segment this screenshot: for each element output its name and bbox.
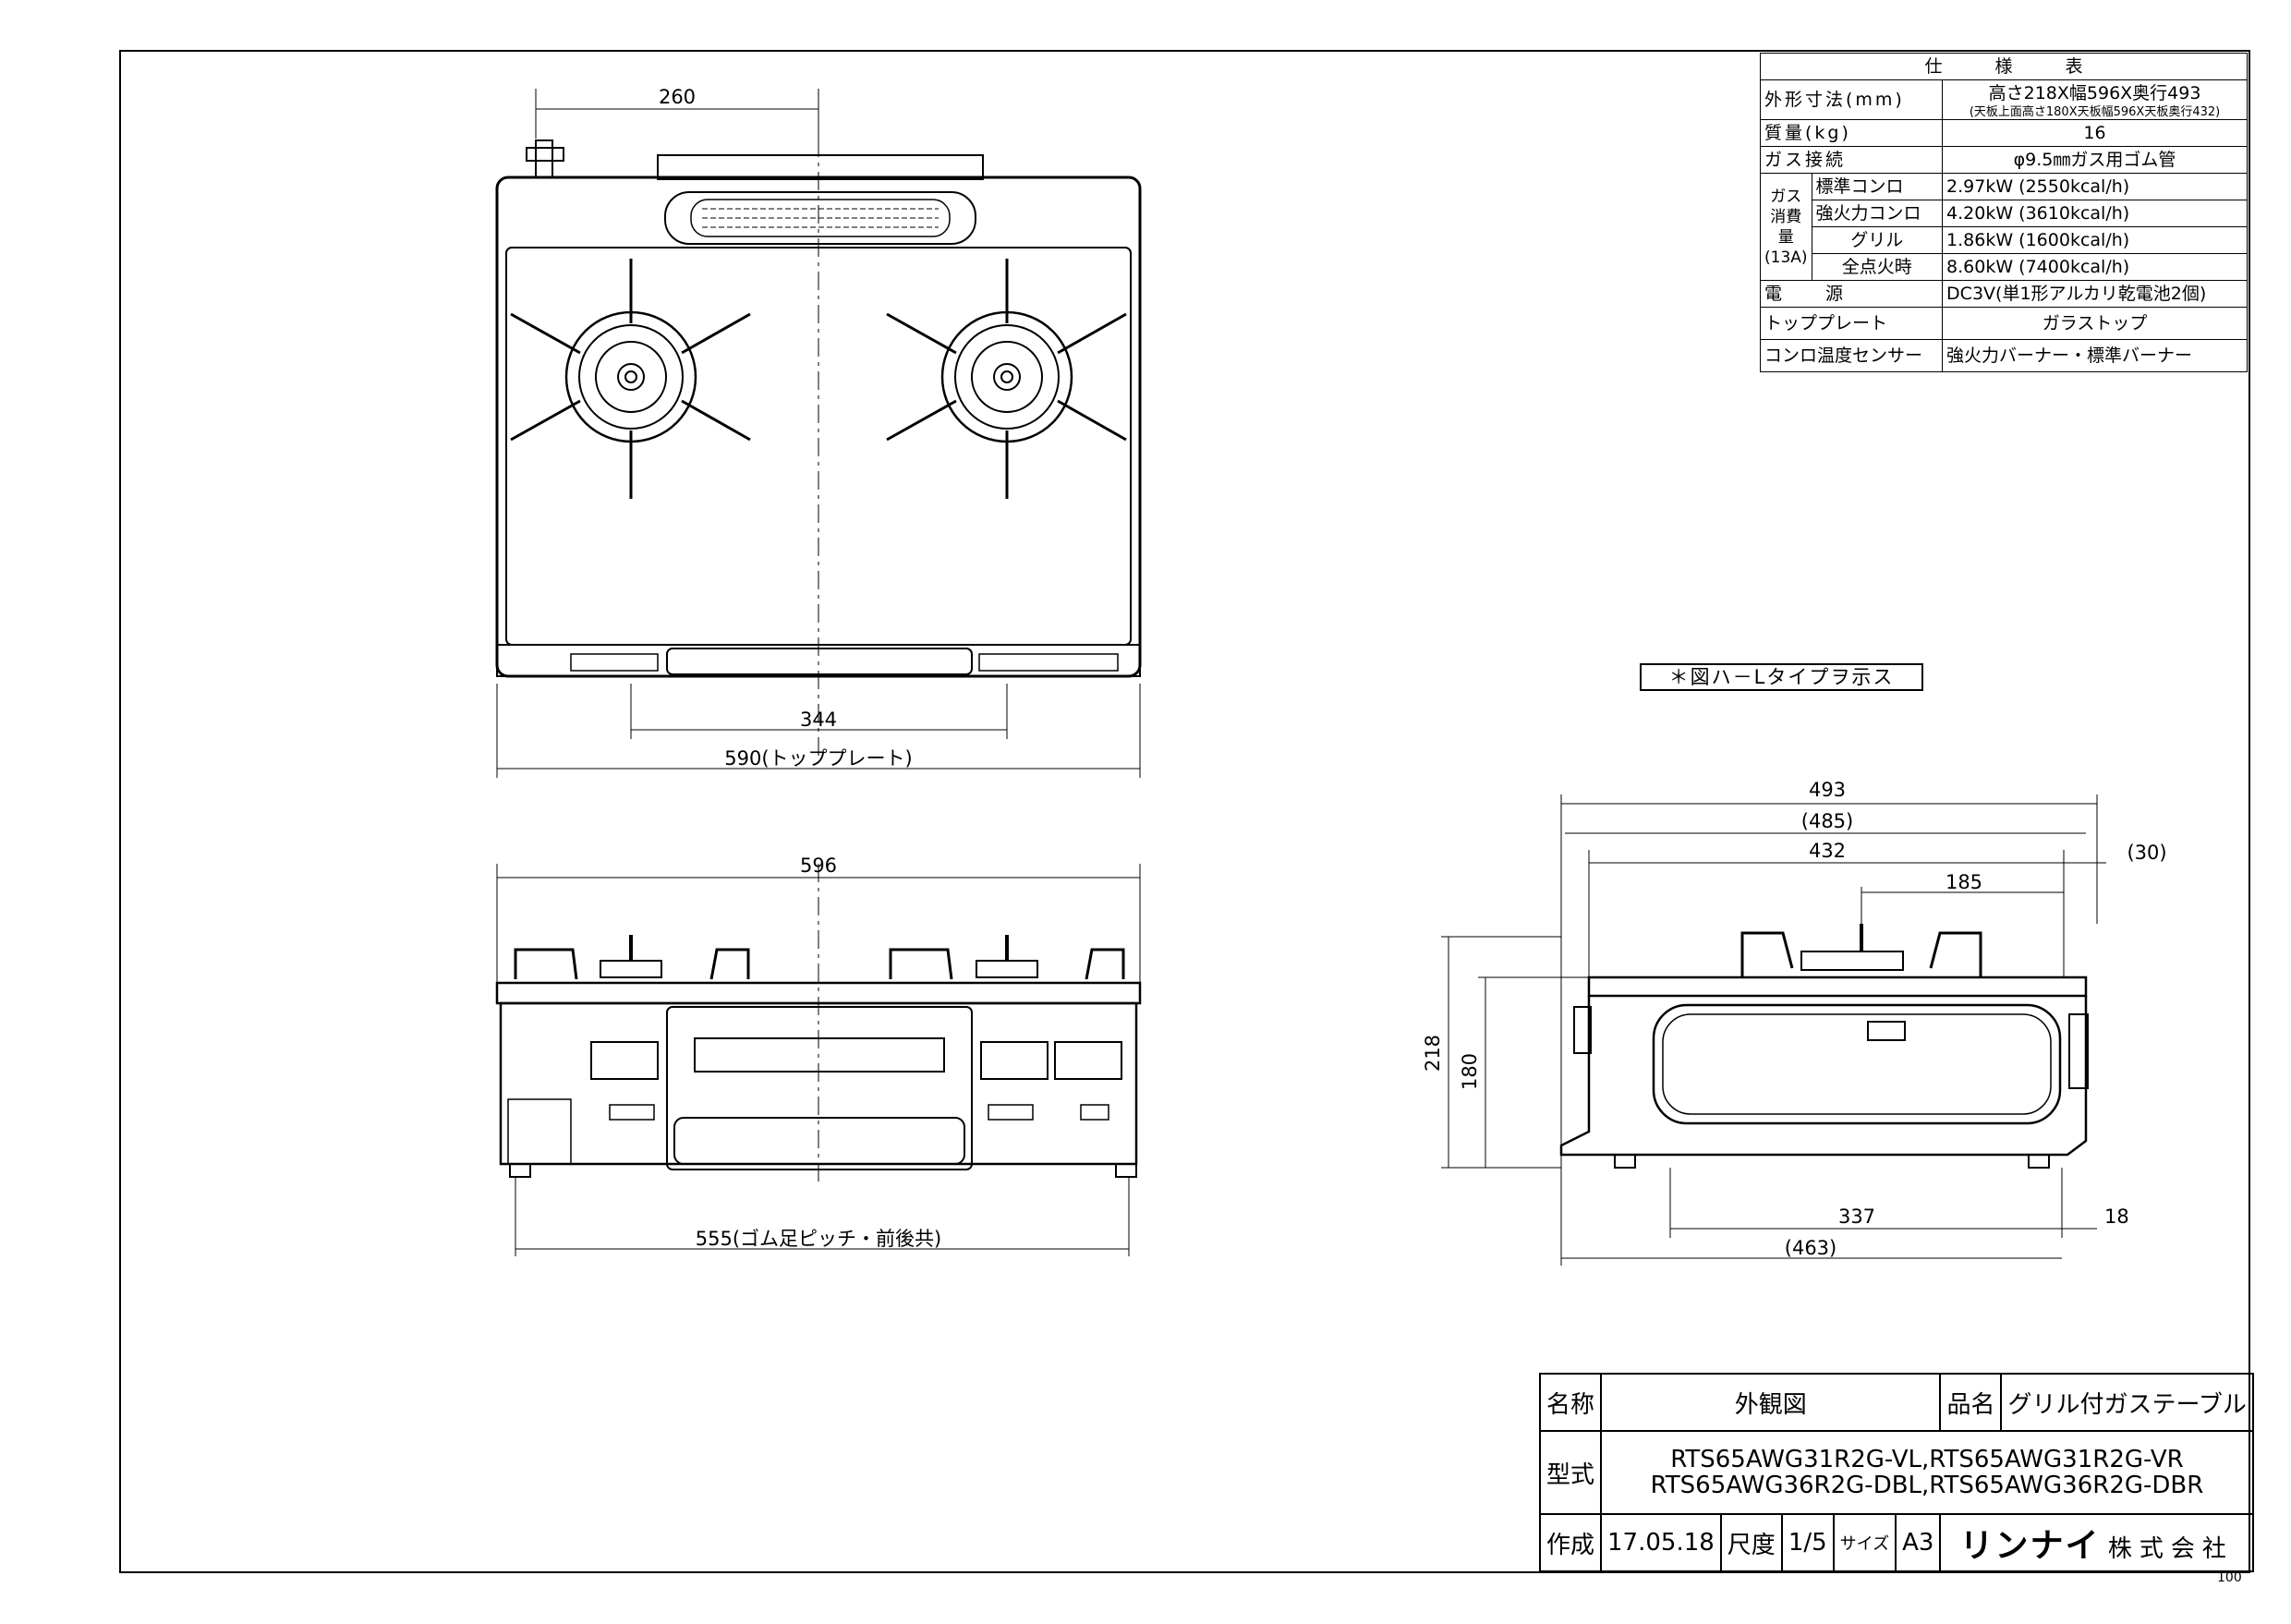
product-label: 品名 — [1939, 1373, 2003, 1432]
right-burner — [886, 259, 1127, 499]
dim-overall-height: 218 — [1422, 1035, 1444, 1072]
scale-value: 1/5 — [1780, 1513, 1835, 1572]
spec-header: 仕 様 表 — [1760, 53, 2248, 80]
dim-burner-offset: 260 — [659, 86, 696, 108]
spec-table: 仕 様 表 外形寸法(mm) 高さ218X幅596X奥行493 (天板上面高さ1… — [1759, 53, 2248, 372]
spec-label-standard-burner: 標準コンロ — [1811, 173, 1944, 200]
created-value: 17.05.18 — [1600, 1513, 1722, 1572]
scale-label: 尺度 — [1719, 1513, 1783, 1572]
company-brand: リンナイ — [1959, 1527, 2101, 1565]
spec-label-grill: グリル — [1811, 226, 1944, 254]
spec-value-grill: 1.86kW (1600kcal/h) — [1942, 226, 2248, 254]
size-value: A3 — [1895, 1513, 1942, 1572]
model-value: RTS65AWG31R2G-VL,RTS65AWG31R2G-VR RTS65A… — [1600, 1430, 2254, 1515]
dim-depth-463: (463) — [1785, 1237, 1836, 1259]
spec-label-all-burners: 全点火時 — [1811, 253, 1944, 281]
top-view — [495, 89, 1142, 778]
company-name: リンナイ 株式会社 — [1939, 1513, 2254, 1572]
spec-label-top-plate: トッププレート — [1759, 307, 1944, 340]
product-value: グリル付ガステーブル — [2000, 1373, 2254, 1432]
corner-mark: 100 — [2217, 1570, 2242, 1585]
left-burner — [510, 259, 751, 499]
name-label: 名称 — [1538, 1373, 1603, 1432]
l-type-note: ＊図ハ－Lタイプヲ示ス — [1640, 663, 1923, 691]
spec-value-top-plate: ガラストップ — [1942, 307, 2248, 340]
spec-label-gas-connection: ガス接続 — [1759, 146, 1944, 174]
dim-foot-depth: 337 — [1838, 1206, 1875, 1228]
dim-top-plate-width: 590(トッププレート) — [724, 747, 912, 770]
spec-value-high-power-burner: 4.20kW (3610kcal/h) — [1942, 200, 2248, 227]
dim-burner-pitch: 344 — [800, 709, 837, 731]
spec-value-power: DC3V(単1形アルカリ乾電池2個) — [1942, 280, 2248, 308]
spec-label-high-power-burner: 強火力コンロ — [1811, 200, 1944, 227]
spec-value-weight: 16 — [1942, 119, 2248, 147]
dim-depth-485: (485) — [1801, 810, 1853, 832]
size-label: サイズ — [1832, 1513, 1897, 1572]
spec-label-temp-sensor: コンロ温度センサー — [1759, 339, 1944, 372]
spec-value-temp-sensor: 強火力バーナー・標準バーナー — [1942, 339, 2248, 372]
created-label: 作成 — [1538, 1513, 1603, 1572]
spec-label-weight: 質量(kg) — [1759, 119, 1944, 147]
dim-burner-depth: 185 — [1946, 871, 1982, 893]
dim-rear-offset: (30) — [2127, 842, 2166, 864]
spec-label-gas-consumption: ガス消費量(13A) — [1760, 173, 1812, 281]
spec-value-dimensions-sub: (天板上面高さ180X天板幅596X天板奥行432) — [1969, 105, 2221, 119]
dim-overall-width: 596 — [800, 854, 837, 877]
side-view — [1441, 794, 2106, 1266]
front-view — [495, 864, 1142, 1256]
name-value: 外観図 — [1600, 1373, 1942, 1432]
dim-top-height: 180 — [1459, 1053, 1481, 1090]
spec-value-all-burners: 8.60kW (7400kcal/h) — [1942, 253, 2248, 281]
spec-value-standard-burner: 2.97kW (2550kcal/h) — [1942, 173, 2248, 200]
spec-label-power: 電 源 — [1759, 280, 1944, 308]
spec-value-gas-connection: φ9.5㎜ガス用ゴム管 — [1942, 146, 2248, 174]
drawing-border — [119, 50, 2250, 1573]
dim-front-offset: 18 — [2104, 1206, 2129, 1228]
spec-label-dimensions: 外形寸法(mm) — [1759, 79, 1944, 120]
dim-top-depth: 432 — [1809, 840, 1846, 862]
dim-foot-pitch: 555(ゴム足ピッチ・前後共) — [696, 1228, 941, 1250]
model-line-1: RTS65AWG31R2G-VL,RTS65AWG31R2G-VR — [1670, 1446, 2184, 1473]
dim-overall-depth: 493 — [1809, 779, 1846, 801]
title-block: 名称 外観図 品名 グリル付ガステーブル 型式 RTS65AWG31R2G-VL… — [1538, 1373, 2254, 1572]
spec-value-dimensions-main: 高さ218X幅596X奥行493 — [1988, 83, 2201, 103]
company-suffix: 株式会社 — [2107, 1535, 2234, 1563]
model-label: 型式 — [1538, 1430, 1603, 1515]
spec-value-dimensions: 高さ218X幅596X奥行493 (天板上面高さ180X天板幅596X天板奥行4… — [1942, 79, 2248, 120]
model-line-2: RTS65AWG36R2G-DBL,RTS65AWG36R2G-DBR — [1650, 1472, 2204, 1499]
